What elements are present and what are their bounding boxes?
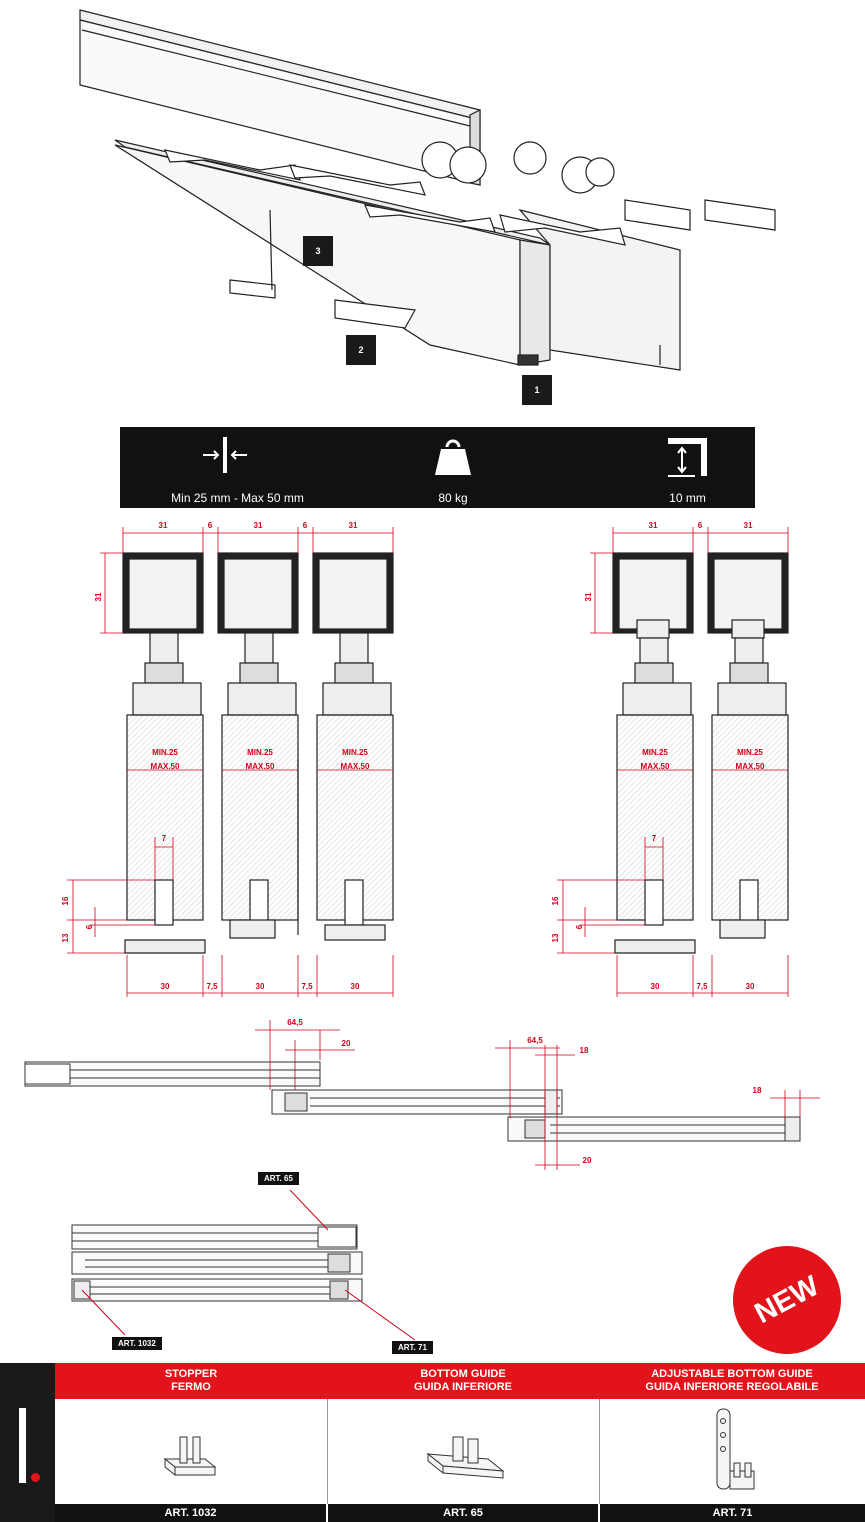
max-label-a: MAX.50 bbox=[151, 762, 180, 771]
dim-top-2: 31 bbox=[254, 521, 263, 530]
product-header-bottom-guide: BOTTOM GUIDE GUIDA INFERIORE bbox=[327, 1363, 599, 1399]
dim-side-1: 6 bbox=[85, 924, 94, 929]
min-label-b: MIN.25 bbox=[737, 748, 763, 757]
callout-1: 1 bbox=[522, 375, 552, 405]
callout-2: 2 bbox=[346, 335, 376, 365]
max-label-b: MAX.50 bbox=[736, 762, 765, 771]
dim-top-1: 6 bbox=[698, 521, 703, 530]
dim-bottom-0: 30 bbox=[161, 982, 170, 991]
dim-top-1: 6 bbox=[208, 521, 213, 530]
brand-strip bbox=[0, 1363, 55, 1522]
dim-side-2: 13 bbox=[551, 933, 560, 942]
max-label-b: MAX.50 bbox=[246, 762, 275, 771]
dim-slot: 7 bbox=[162, 834, 167, 843]
brand-logo-dot bbox=[31, 1473, 40, 1482]
dim-side-0: 16 bbox=[551, 896, 560, 905]
product-subtitle: GUIDA INFERIORE bbox=[414, 1381, 512, 1393]
max-label-c: MAX.50 bbox=[341, 762, 370, 771]
weight-icon bbox=[435, 439, 471, 475]
min-label-a: MIN.25 bbox=[642, 748, 668, 757]
dim-plan-a-0: 64,5 bbox=[287, 1018, 303, 1027]
dim-side-0: 16 bbox=[61, 896, 70, 905]
dim-bottom-1: 7,5 bbox=[696, 982, 708, 991]
product-title: ADJUSTABLE BOTTOM GUIDE bbox=[651, 1368, 813, 1380]
dim-plan-c: 18 bbox=[753, 1086, 762, 1095]
dim-slot: 7 bbox=[652, 834, 657, 843]
dim-plan-a-1: 20 bbox=[342, 1039, 351, 1048]
product-art-1032: ART. 1032 bbox=[55, 1504, 326, 1522]
product-art-65: ART. 65 bbox=[328, 1504, 598, 1522]
dim-plan-b-1: 18 bbox=[580, 1046, 589, 1055]
product-cell-adjustable-guide bbox=[599, 1399, 865, 1504]
adjustable-guide-icon bbox=[716, 1408, 755, 1490]
product-header-stopper: STOPPER FERMO bbox=[55, 1363, 327, 1399]
brand-logo-icon bbox=[19, 1408, 26, 1483]
dim-side-1: 6 bbox=[575, 924, 584, 929]
cross-section-two-doors: 31 6 31 31 MIN.25 MAX.50 MIN.25 MAX.50 7… bbox=[551, 521, 789, 997]
dim-bottom-2: 30 bbox=[256, 982, 265, 991]
art-71-tag: ART. 71 bbox=[392, 1341, 433, 1354]
dim-plan-b-0: 64,5 bbox=[527, 1036, 543, 1045]
dim-bottom-0: 30 bbox=[651, 982, 660, 991]
dim-side-2: 13 bbox=[61, 933, 70, 942]
door-thickness-icon bbox=[203, 437, 247, 473]
min-label-c: MIN.25 bbox=[342, 748, 368, 757]
art-1032-tag: ART. 1032 bbox=[112, 1337, 162, 1350]
spec-weight: 80 kg bbox=[438, 491, 468, 505]
product-title: STOPPER bbox=[164, 1368, 218, 1380]
product-subtitle: GUIDA INFERIORE REGOLABILE bbox=[645, 1381, 819, 1393]
stopper-icon bbox=[163, 1436, 217, 1477]
dim-height: 31 bbox=[584, 592, 593, 601]
spec-clearance: 10 mm bbox=[669, 491, 706, 505]
product-cell-stopper bbox=[55, 1399, 327, 1504]
spec-bar: Min 25 mm - Max 50 mm 80 kg 10 mm bbox=[120, 427, 755, 508]
art-65-tag: ART. 65 bbox=[258, 1172, 299, 1185]
product-title: BOTTOM GUIDE bbox=[420, 1368, 506, 1380]
assembly-track-view bbox=[71, 1190, 416, 1341]
plan-view-tracks: 64,5 20 64,5 18 20 18 bbox=[24, 1018, 820, 1170]
dim-height: 31 bbox=[94, 592, 103, 601]
spec-thickness: Min 25 mm - Max 50 mm bbox=[171, 491, 304, 505]
dim-bottom-3: 7,5 bbox=[301, 982, 313, 991]
callout-3: 3 bbox=[303, 236, 333, 266]
product-art-71: ART. 71 bbox=[600, 1504, 865, 1522]
dim-bottom-2: 30 bbox=[746, 982, 755, 991]
dim-top-0: 31 bbox=[159, 521, 168, 530]
product-cell-bottom-guide bbox=[327, 1399, 599, 1504]
dim-top-0: 31 bbox=[649, 521, 658, 530]
product-subtitle: FERMO bbox=[171, 1381, 211, 1393]
max-label-a: MAX.50 bbox=[641, 762, 670, 771]
new-badge: NEW bbox=[713, 1226, 861, 1374]
dim-top-3: 6 bbox=[303, 521, 308, 530]
min-label-a: MIN.25 bbox=[152, 748, 178, 757]
dim-top-2: 31 bbox=[744, 521, 753, 530]
isometric-assembly-illustration bbox=[79, 9, 776, 371]
dim-bottom-1: 7,5 bbox=[206, 982, 218, 991]
product-table: STOPPER FERMO BOTTOM GUIDE GUIDA INFERIO… bbox=[55, 1363, 865, 1522]
cross-section-three-doors: 31 6 31 6 31 31 MIN.25 MAX.50 MIN.25 MAX… bbox=[61, 521, 394, 997]
dim-bottom-4: 30 bbox=[351, 982, 360, 991]
min-label-b: MIN.25 bbox=[247, 748, 273, 757]
bottom-guide-icon bbox=[426, 1436, 505, 1479]
clearance-icon bbox=[668, 438, 707, 477]
dim-top-4: 31 bbox=[349, 521, 358, 530]
dim-plan-b-2: 20 bbox=[583, 1156, 592, 1165]
product-header-adjustable-guide: ADJUSTABLE BOTTOM GUIDE GUIDA INFERIORE … bbox=[599, 1363, 865, 1399]
